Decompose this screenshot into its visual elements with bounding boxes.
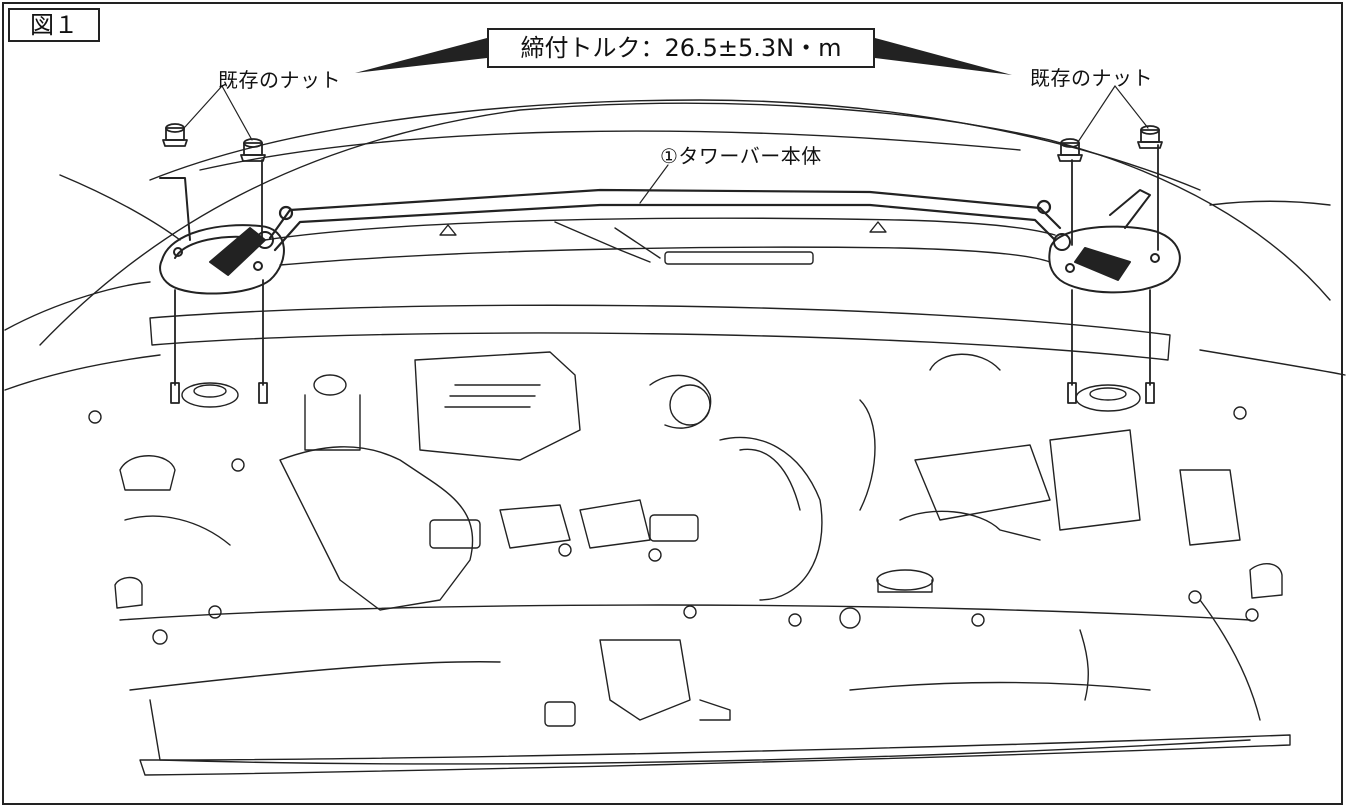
mounting-studs: [170, 144, 1159, 404]
right-strut-plate: [1048, 189, 1181, 294]
cross-member: [149, 304, 1171, 361]
cowl-panel: [264, 217, 1056, 266]
callout-existing-nut-left: 既存のナット: [218, 68, 341, 92]
strut-tops: [181, 382, 1141, 412]
torque-leader-lines: [355, 38, 1012, 75]
engine-components: [88, 351, 1283, 645]
tower-bar: [268, 188, 1062, 252]
callout-tower-bar: ①タワーバー本体: [660, 144, 822, 168]
left-strut-plate: [159, 177, 285, 295]
torque-spec-label: 締付トルク：26.5±5.3N・m: [487, 28, 875, 68]
front-panel: [119, 599, 1291, 776]
callout-leaders: [184, 85, 1149, 204]
figure-label: 図１: [8, 8, 100, 42]
callout-existing-nut-right: 既存のナット: [1030, 66, 1153, 90]
existing-nuts: [162, 123, 1163, 162]
